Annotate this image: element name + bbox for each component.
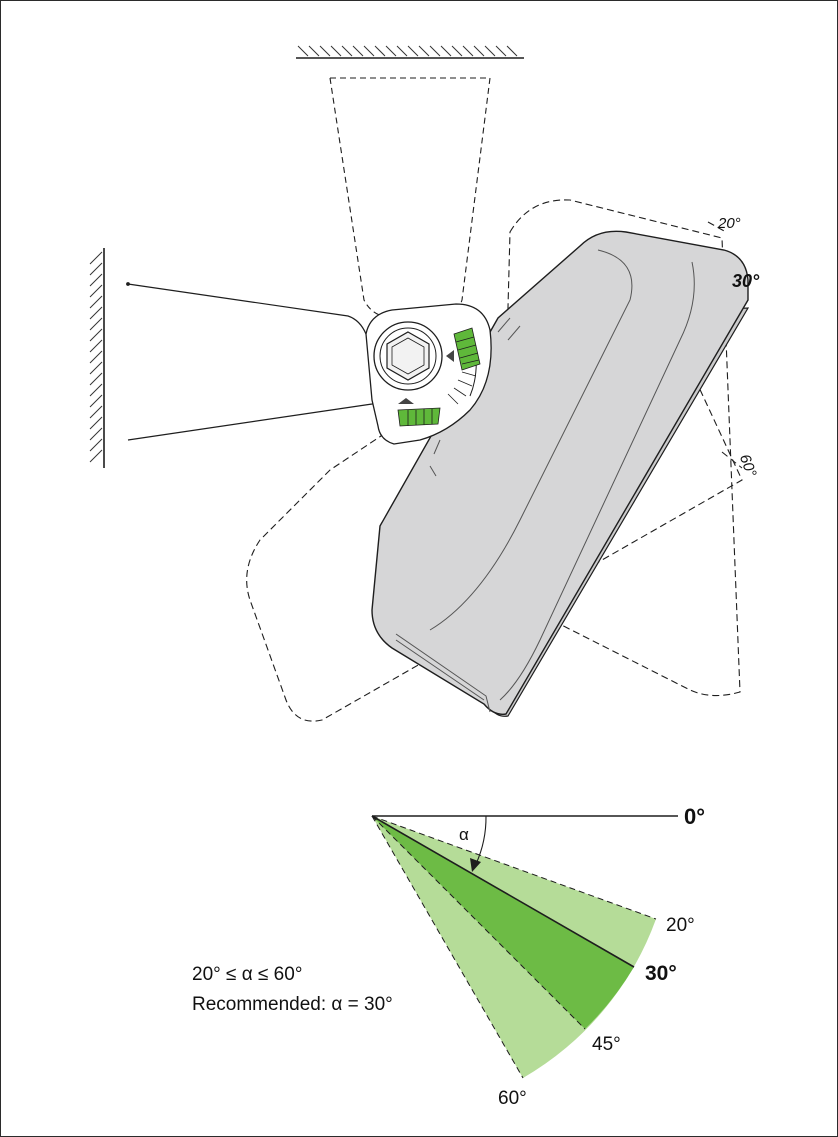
ceiling-mount-outline <box>329 77 491 319</box>
angle-sector-diagram <box>371 815 678 1079</box>
recommended-text: Recommended: α = 30° <box>192 994 393 1015</box>
angle-scale-lower <box>397 407 441 427</box>
device-label-20: 20° <box>717 215 741 232</box>
alpha-symbol: α <box>459 825 469 844</box>
device-label-60: 60° <box>736 452 760 479</box>
hex-nut <box>373 321 443 391</box>
angle-label-20: 20° <box>666 915 695 936</box>
angle-label-zero: 0° <box>684 804 705 829</box>
wall-mount-arm <box>126 282 391 441</box>
angle-label-60: 60° <box>498 1088 527 1109</box>
range-text: 20° ≤ α ≤ 60° <box>192 964 302 985</box>
angle-label-45: 45° <box>592 1034 621 1055</box>
sector-recommended <box>372 816 634 1029</box>
angle-label-30: 30° <box>645 962 677 985</box>
device-body <box>371 230 750 717</box>
ceiling <box>296 45 524 59</box>
scale-ticks <box>447 371 477 405</box>
device-label-30: 30° <box>732 271 760 291</box>
angle-scale-upper <box>453 327 481 371</box>
wall <box>89 248 105 468</box>
index-marker-lower <box>398 398 414 404</box>
index-marker-upper <box>446 350 454 362</box>
